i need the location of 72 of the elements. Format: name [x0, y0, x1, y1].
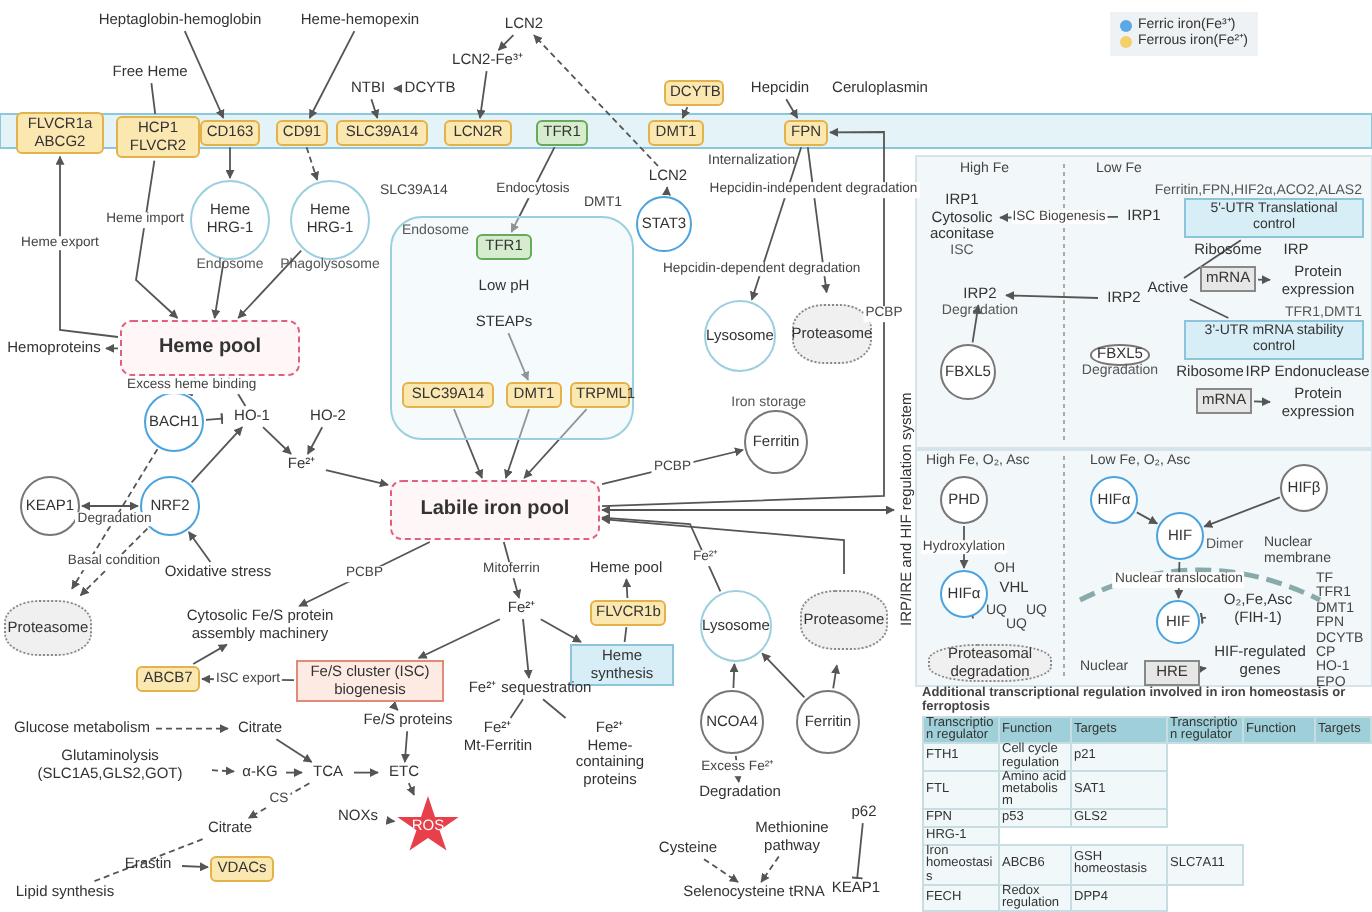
arrow: [476, 70, 488, 119]
arrow: [135, 159, 179, 319]
arrow: [325, 469, 389, 488]
arrow: [1257, 275, 1271, 285]
arrow: [308, 30, 356, 119]
arrow: [601, 127, 885, 508]
endosome-outline: [390, 216, 634, 440]
connector-line: [150, 82, 157, 115]
arrow: [504, 408, 530, 479]
arrow: [622, 578, 632, 599]
arrow: [662, 186, 671, 196]
inhibition-line: [1199, 611, 1207, 625]
arrow: [298, 541, 431, 607]
arrow: [417, 618, 501, 659]
arrow: [105, 343, 119, 353]
arrow: [225, 146, 235, 179]
connector-line: [542, 698, 567, 719]
arrow: [190, 426, 244, 484]
arrow: [81, 501, 139, 511]
arrow: [192, 643, 228, 665]
arrow: [453, 408, 484, 479]
inhibition-line: [850, 822, 864, 880]
connector-line: [509, 698, 524, 719]
arrow: [71, 448, 159, 590]
arrow: [237, 249, 303, 319]
connector-line: [1188, 298, 1230, 319]
pool-box: Heme pool: [120, 320, 300, 376]
arrow: [1005, 291, 1099, 301]
arrow: [507, 332, 529, 381]
arrow: [601, 515, 845, 575]
arrow: [1253, 397, 1271, 407]
arrow: [385, 815, 396, 825]
arrow: [1135, 511, 1159, 525]
arrow: [306, 426, 324, 455]
arrow: [305, 146, 319, 181]
arrow: [601, 513, 722, 593]
arrow: [761, 652, 806, 699]
arrow: [497, 34, 515, 51]
arrow: [155, 724, 229, 734]
inhibition-line: [205, 412, 224, 426]
pool-box: Labile iron pool: [390, 480, 600, 540]
arrow: [55, 155, 119, 338]
arrow: [539, 618, 582, 643]
arrow: [181, 862, 209, 872]
arrow: [785, 98, 799, 119]
arrow: [183, 30, 225, 119]
arrow: [79, 527, 149, 597]
arrow: [285, 768, 303, 778]
arrow: [393, 84, 403, 94]
arrow: [247, 782, 311, 819]
arrow: [681, 106, 690, 119]
arrow: [400, 730, 410, 763]
arrow: [522, 618, 533, 679]
arrow: [275, 738, 313, 763]
arrow: [353, 768, 379, 778]
arrow: [187, 531, 212, 563]
arrow: [1197, 664, 1207, 674]
arrow: [406, 782, 415, 796]
arrow: [533, 34, 659, 167]
arrow: [729, 663, 739, 689]
connector-line: [623, 626, 628, 643]
arrow: [211, 766, 235, 776]
arrow: [262, 426, 292, 455]
arrow: [831, 664, 840, 690]
connector-line: [91, 838, 204, 883]
arrow: [388, 701, 399, 711]
arrow: [703, 858, 739, 883]
arrow: [370, 98, 380, 119]
arrow: [523, 408, 588, 479]
arrow: [760, 855, 780, 883]
arrow: [1203, 496, 1281, 528]
arrow: [601, 505, 895, 515]
